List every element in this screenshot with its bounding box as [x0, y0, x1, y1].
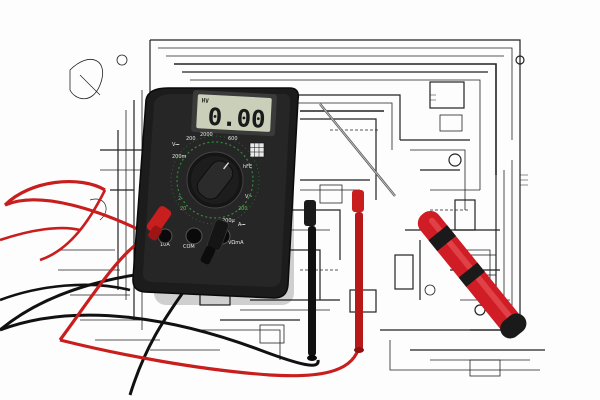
black-probe: [304, 200, 317, 361]
lcd-badge: HV: [201, 97, 209, 104]
red-probe-plug: [146, 206, 172, 241]
lcd-display: HV 0.00: [191, 90, 277, 137]
range-label: A⎓: [238, 222, 245, 228]
rotary-selector-dial[interactable]: [186, 151, 244, 209]
hold-button[interactable]: [249, 142, 265, 158]
wiring-schematic: [58, 39, 545, 377]
range-labels: V⎓ 200 2000 hFE 200m V~ 2 20 200 600 200…: [160, 132, 253, 250]
range-label: V⎓: [172, 142, 179, 148]
lcd-reading: 0.00: [207, 103, 266, 134]
range-label: VΩmA: [228, 240, 244, 246]
range-label: 2000: [200, 132, 213, 138]
range-label: 200μ: [222, 218, 236, 224]
red-probe: [352, 190, 364, 353]
range-label: V~: [245, 194, 253, 200]
range-label: 200: [238, 206, 248, 212]
range-label: 2: [178, 196, 181, 202]
jack-com[interactable]: [185, 227, 203, 245]
range-label: hFE: [243, 164, 252, 170]
range-label: 20: [180, 206, 186, 212]
range-scale-ring: [170, 135, 260, 225]
screwdriver: [319, 103, 527, 339]
range-label: 10A: [160, 242, 170, 248]
range-label: 200: [186, 136, 196, 142]
range-label: 200m: [172, 154, 187, 160]
range-label: COM: [183, 244, 195, 250]
range-label: 600: [228, 136, 238, 142]
black-probe-plug: [200, 219, 229, 265]
multimeter: HV 0.00 V⎓ 200 2000 hFE 200m V~ 2 20 200…: [132, 87, 300, 305]
